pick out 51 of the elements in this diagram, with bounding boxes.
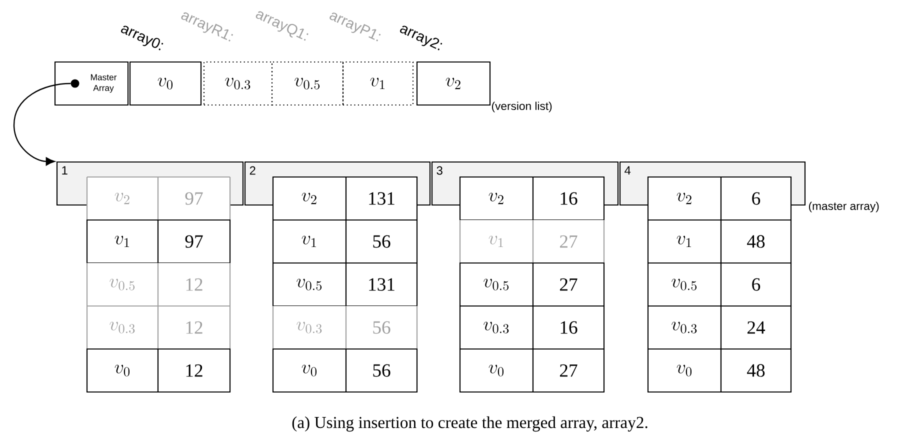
table-cell: 56 <box>345 306 418 349</box>
table-cell: 56 <box>345 348 418 393</box>
table-cell: 48 <box>720 348 792 393</box>
list-label: (version list) <box>492 102 552 112</box>
table-cell: 131 <box>345 262 418 307</box>
table-cell: 16 <box>532 176 605 221</box>
table-cell: 27 <box>532 262 605 307</box>
table-cell: 16 <box>532 305 605 350</box>
table-cell: $v_{2}$ <box>272 176 347 221</box>
table-cell: $v_{0.5}$ <box>86 263 159 307</box>
table-cell: $v_{2}$ <box>86 176 159 220</box>
table-cell: $v_{2}$ <box>459 176 534 221</box>
table-cell: 27 <box>532 220 605 263</box>
table-cell: $v_{0.3}$ <box>272 306 347 349</box>
table-cell: 48 <box>720 219 792 264</box>
arrow <box>13 82 71 166</box>
table-cell: 12 <box>157 348 231 393</box>
table-cell: $v_{0.5}$ <box>647 262 722 307</box>
pointer-dot <box>70 79 80 88</box>
table-cell: 97 <box>157 176 231 220</box>
table-cell: 97 <box>157 219 231 264</box>
table-cell: $v_{0}$ <box>86 348 159 393</box>
version-cell: $v_{0.5}$ <box>271 61 344 106</box>
table-cell: $v_{0.5}$ <box>272 262 347 307</box>
table-cell: $v_{0.3}$ <box>647 305 722 350</box>
version-cell: $v_{2}$ <box>416 61 491 106</box>
table-cell: 12 <box>157 263 231 307</box>
table-cell: $v_{0}$ <box>272 348 347 393</box>
table-cell: $v_{0.3}$ <box>86 305 159 349</box>
pointer-box: Master Array <box>54 61 129 106</box>
table-cell: $v_{0.5}$ <box>459 262 534 307</box>
table-cell: 27 <box>532 348 605 393</box>
table-cell: $v_{1}$ <box>647 219 722 264</box>
version-cell: $v_{1}$ <box>342 61 414 106</box>
version-cell: $v_{0.3}$ <box>203 61 273 106</box>
table-cell: $v_{0.3}$ <box>459 305 534 350</box>
table-cell: 56 <box>345 219 418 264</box>
table-cell: 6 <box>720 262 792 307</box>
table-cell: 131 <box>345 176 418 221</box>
table-cell: 24 <box>720 305 792 350</box>
version-cell: $v_{0}$ <box>129 61 202 106</box>
table-cell: $v_{1}$ <box>459 220 534 263</box>
table-cell: $v_{2}$ <box>647 176 722 221</box>
table-cell: $v_{0}$ <box>647 348 722 393</box>
array-label: (master array) <box>808 202 879 212</box>
caption: (a) Using insertion to create the merged array, array2. <box>292 416 648 432</box>
table-cell: $v_{0}$ <box>459 348 534 393</box>
table-cell: $v_{1}$ <box>86 219 159 264</box>
table-cell: 12 <box>157 305 231 349</box>
table-cell: $v_{1}$ <box>272 219 347 264</box>
table-cell: 6 <box>720 176 792 221</box>
